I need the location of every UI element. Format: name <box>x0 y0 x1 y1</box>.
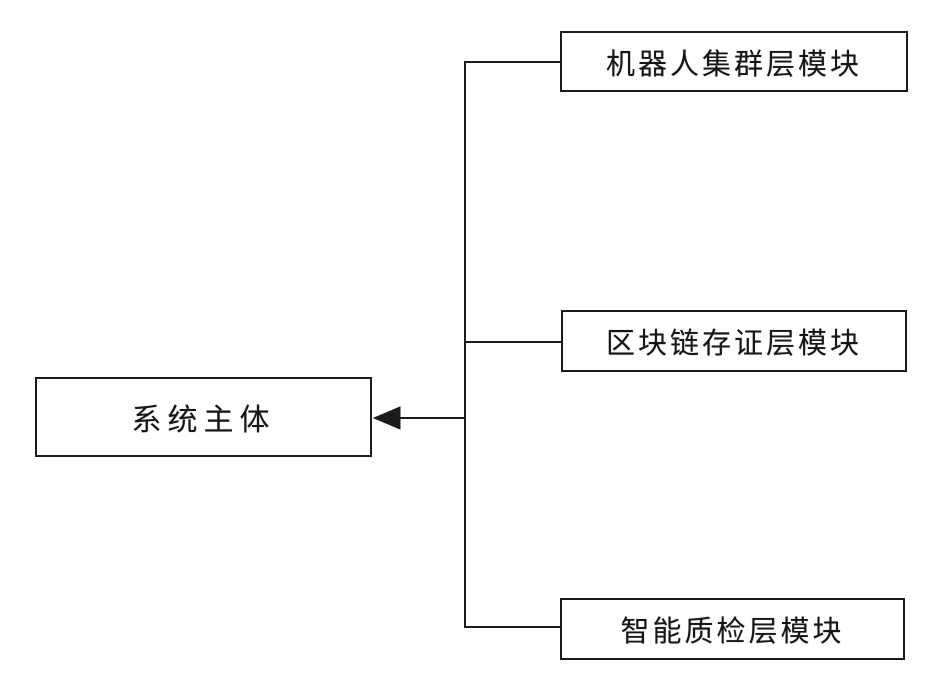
intelligent-quality-inspection-layer-label: 智能质检层模块 <box>620 614 845 648</box>
arrowhead-left-icon <box>372 406 401 430</box>
blockchain-evidence-layer-box: 区块链存证层模块 <box>561 310 907 372</box>
blockchain-evidence-layer-label: 区块链存证层模块 <box>605 326 862 360</box>
robot-cluster-layer-box: 机器人集群层模块 <box>560 31 908 92</box>
system-main-label: 系统主体 <box>131 403 276 438</box>
robot-cluster-layer-label: 机器人集群层模块 <box>605 46 862 81</box>
intelligent-quality-inspection-layer-box: 智能质检层模块 <box>560 598 905 660</box>
system-main-box: 系统主体 <box>35 377 372 457</box>
